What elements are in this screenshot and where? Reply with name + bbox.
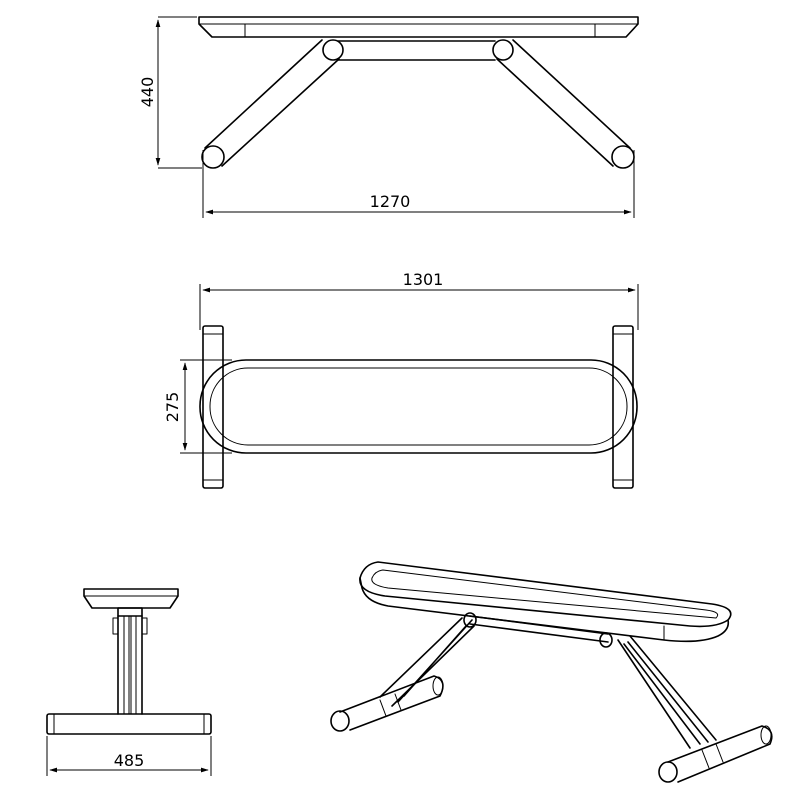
iso-pivot-rear [599,632,613,648]
side-pivot-right [492,39,514,61]
iso-rear-foot [658,725,773,783]
front-view: 485 [46,588,212,776]
dimension-length: 1301 [199,270,639,330]
iso-front-foot [330,675,444,732]
top-seat-pad-inner [209,367,628,446]
iso-frame-rail [469,615,609,643]
iso-seat-side [359,577,730,643]
dim-label-width: 1270 [370,192,411,211]
front-column [112,607,148,715]
side-seat-pad [198,16,639,38]
iso-front-leg [379,617,475,707]
side-right-leg [496,39,631,167]
top-foot-right [612,325,634,489]
iso-view [330,561,773,783]
iso-rear-leg [617,635,717,749]
side-view: 440 1270 [138,16,639,218]
dim-label-base-width: 485 [114,751,145,770]
front-seat [83,588,179,609]
iso-pivot-front [463,612,477,628]
dim-label-length: 1301 [403,270,444,289]
side-top-rail [337,40,496,61]
side-pivot-left [322,39,344,61]
dimension-base-width: 485 [46,736,212,776]
front-foot-bar [46,713,212,735]
dimension-width: 1270 [202,150,635,218]
dimension-pad-width: 275 [163,359,232,454]
dim-label-pad-width: 275 [163,392,182,423]
top-view: 1301 275 [163,270,639,489]
dimension-height: 440 [138,16,202,169]
top-seat-pad [199,359,638,454]
iso-seat-top [359,561,732,628]
dim-label-height: 440 [138,77,157,108]
side-foot-left [201,145,225,169]
side-foot-right [611,145,635,169]
top-foot-left [202,325,224,489]
side-left-leg [204,39,340,167]
